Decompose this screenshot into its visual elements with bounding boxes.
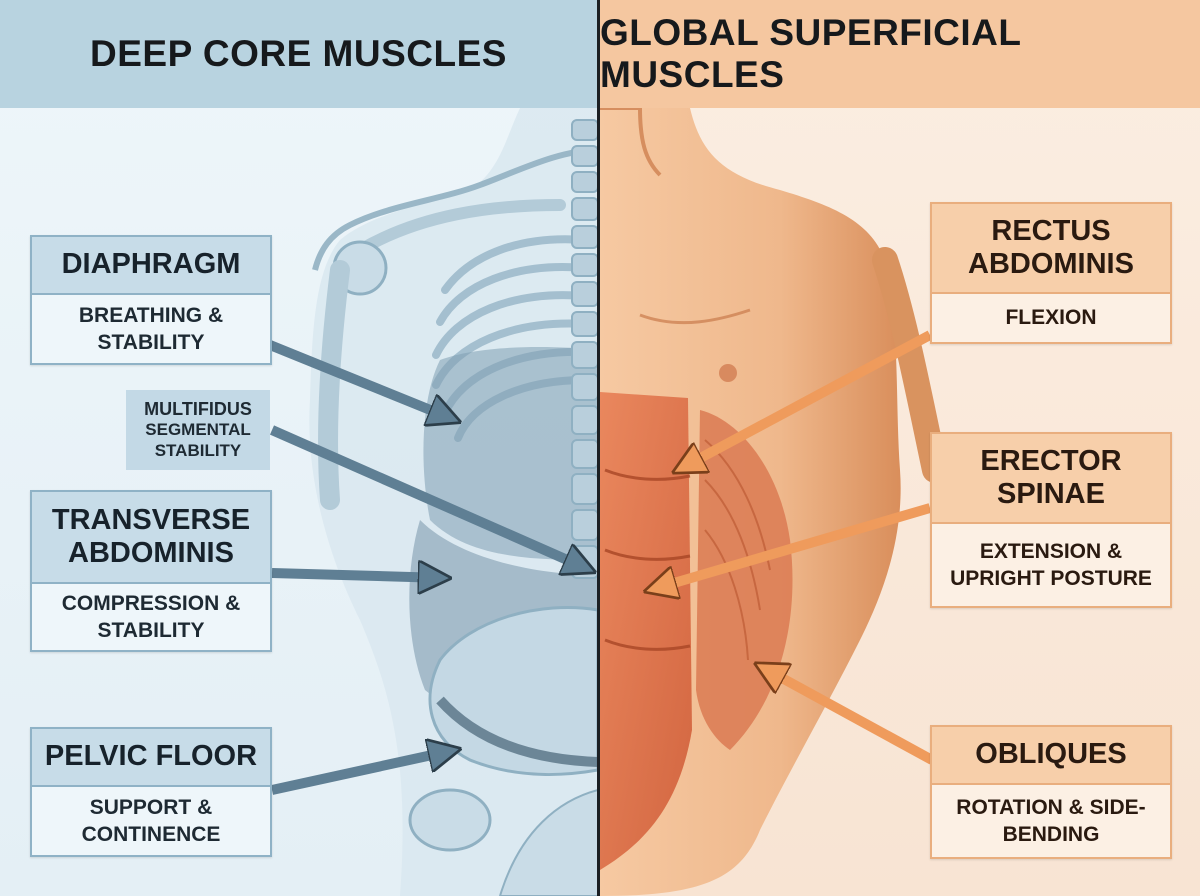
erector-spinae-label-box: ERECTOR SPINAE EXTENSION & UPRIGHT POSTU… (930, 432, 1172, 608)
deep-core-arrows (268, 340, 590, 795)
rectus-abdominis-function: FLEXION (1005, 306, 1097, 330)
center-divider (597, 0, 600, 896)
superficial-header: GLOBAL SUPERFICIAL MUSCLES (600, 0, 1200, 108)
deep-core-header: DEEP CORE MUSCLES (0, 0, 597, 108)
obliques-function: ROTATION & SIDE-BENDING (956, 795, 1146, 846)
obliques-name: OBLIQUES (932, 727, 1170, 785)
arrow-diaphragm (268, 340, 455, 420)
pelvic-floor-function: SUPPORT & CONTINENCE (81, 795, 221, 846)
multifidus-function: SEGMENTAL STABILITY (145, 420, 251, 460)
arrow-rectus-abdominis (678, 330, 933, 470)
arrow-multifidus (269, 425, 590, 570)
diaphragm-label-box: DIAPHRAGM BREATHING & STABILITY (30, 235, 272, 365)
arrow-obliques (760, 666, 935, 765)
arrow-transverse-abdominis (271, 573, 445, 578)
pelvic-floor-name: PELVIC FLOOR (32, 729, 270, 787)
multifidus-label-box: MULTIFIDUS SEGMENTAL STABILITY (126, 390, 270, 470)
rectus-abdominis-name: RECTUS ABDOMINIS (932, 204, 1170, 294)
erector-spinae-name: ERECTOR SPINAE (932, 434, 1170, 524)
rectus-abdominis-label-box: RECTUS ABDOMINIS FLEXION (930, 202, 1172, 344)
torso-figure (600, 106, 948, 896)
superficial-arrows (650, 330, 935, 765)
diaphragm-function: BREATHING & STABILITY (78, 303, 224, 354)
pelvic-floor-label-box: PELVIC FLOOR SUPPORT & CONTINENCE (30, 727, 272, 857)
erector-spinae-function: EXTENSION & UPRIGHT POSTURE (950, 539, 1152, 590)
arrow-erector-spinae (650, 503, 932, 590)
arrow-pelvic-floor (270, 750, 455, 795)
transverse-abdominis-name: TRANSVERSE ABDOMINIS (32, 492, 270, 584)
transverse-abdominis-label-box: TRANSVERSE ABDOMINIS COMPRESSION & STABI… (30, 490, 272, 652)
multifidus-name: MULTIFIDUS (144, 399, 252, 420)
transverse-abdominis-function: COMPRESSION & STABILITY (61, 591, 241, 642)
skeleton-figure (309, 108, 598, 896)
diaphragm-name: DIAPHRAGM (32, 237, 270, 295)
obliques-label-box: OBLIQUES ROTATION & SIDE-BENDING (930, 725, 1172, 859)
